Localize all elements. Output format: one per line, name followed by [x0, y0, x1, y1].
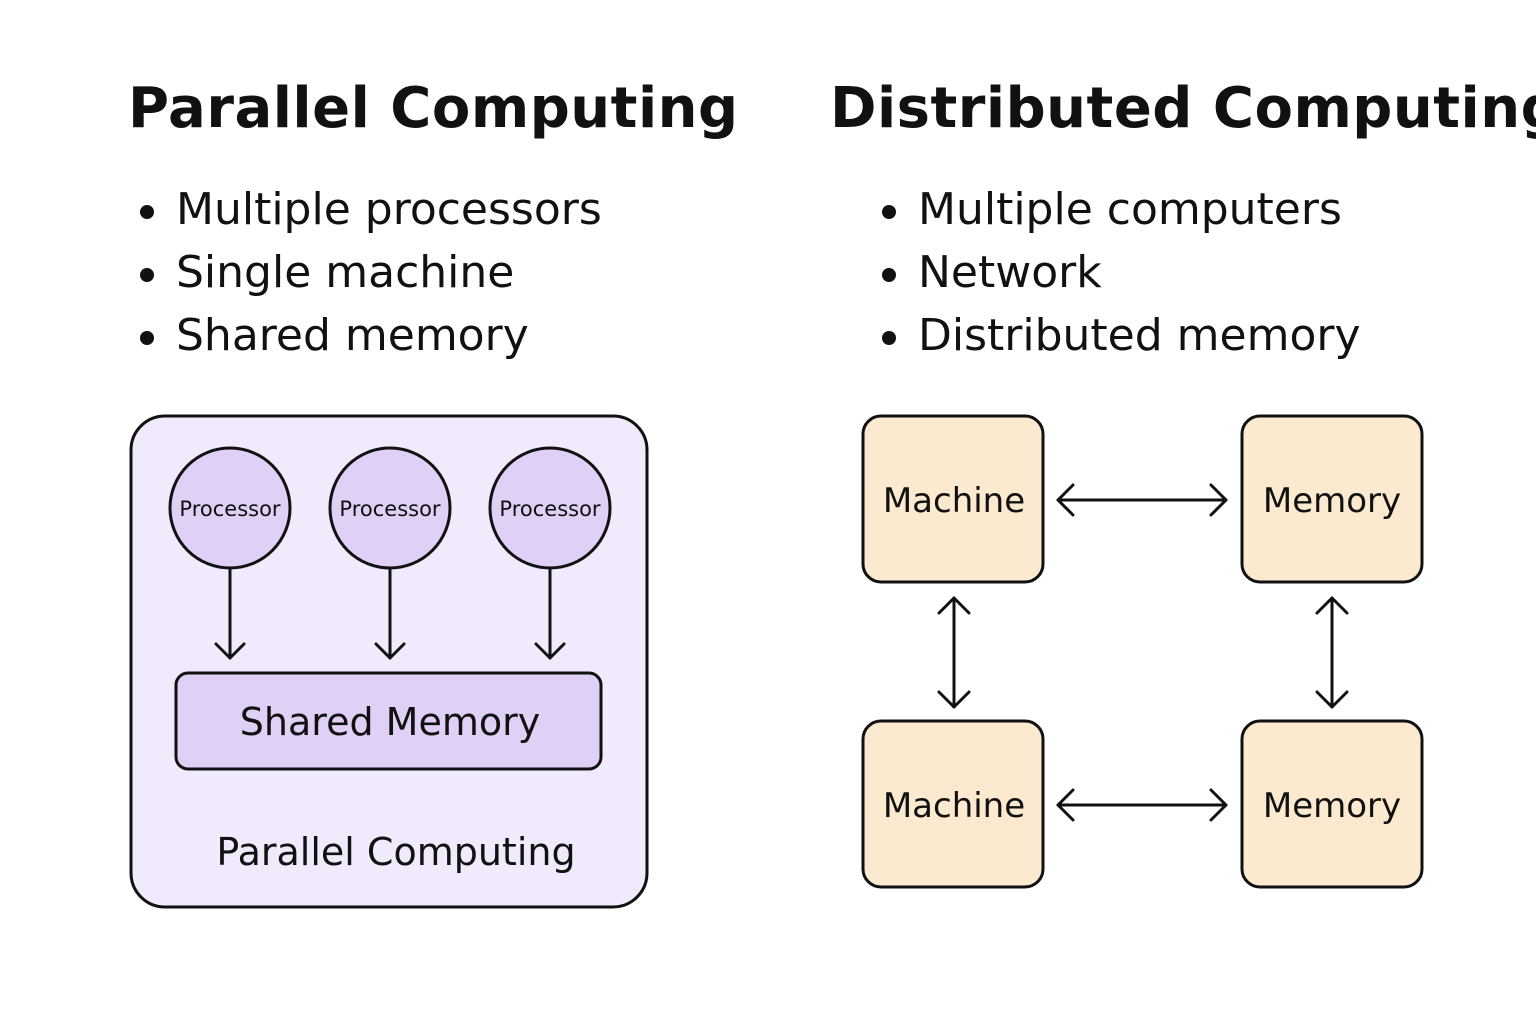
- machine-node: Machine: [861, 719, 1045, 889]
- processor-node: Processor: [168, 446, 292, 570]
- memory-label: Memory: [1263, 481, 1401, 521]
- down-arrow-icon: [534, 566, 566, 660]
- parallel-box-caption: Parallel Computing: [216, 830, 575, 874]
- distributed-bullet: Network: [878, 241, 1361, 304]
- processor-node: Processor: [488, 446, 612, 570]
- double-arrow-vertical-icon: [937, 596, 971, 709]
- double-arrow-horizontal-icon: [1056, 483, 1228, 517]
- shared-memory-box: [174, 671, 603, 771]
- parallel-diagram: Processor Processor Processor: [129, 414, 649, 909]
- machine-label: Machine: [883, 786, 1025, 826]
- shared-memory-node: Shared Memory: [174, 671, 603, 771]
- shared-memory-label: Shared Memory: [240, 700, 540, 744]
- machine-node: Machine: [861, 414, 1045, 584]
- processor-label: Processor: [339, 497, 441, 521]
- parallel-bullet: Shared memory: [136, 304, 602, 367]
- memory-label: Memory: [1263, 786, 1401, 826]
- double-arrow-vertical-icon: [1315, 596, 1349, 709]
- down-arrow-icon: [214, 566, 246, 660]
- machine-box: [861, 414, 1045, 584]
- processor-node: Processor: [328, 446, 452, 570]
- memory-node: Memory: [1240, 719, 1424, 889]
- double-arrow-horizontal-icon: [1056, 788, 1228, 822]
- memory-node: Memory: [1240, 414, 1424, 584]
- distributed-bullet: Multiple computers: [878, 178, 1361, 241]
- processor-label: Processor: [179, 497, 281, 521]
- down-arrow-icon: [374, 566, 406, 660]
- distributed-bullet: Distributed memory: [878, 304, 1361, 367]
- memory-box: [1240, 414, 1424, 584]
- machine-label: Machine: [883, 481, 1025, 521]
- parallel-computing-heading: Parallel Computing: [128, 76, 739, 141]
- memory-box: [1240, 719, 1424, 889]
- distributed-bullet-list: Multiple computers Network Distributed m…: [878, 178, 1361, 367]
- processor-label: Processor: [499, 497, 601, 521]
- distributed-computing-heading: Distributed Computing: [830, 76, 1536, 141]
- parallel-bullet-list: Multiple processors Single machine Share…: [136, 178, 602, 367]
- machine-box: [861, 719, 1045, 889]
- parallel-bullet: Multiple processors: [136, 178, 602, 241]
- distributed-diagram: Machine Memory Machine Memory: [861, 414, 1424, 889]
- parallel-bullet: Single machine: [136, 241, 602, 304]
